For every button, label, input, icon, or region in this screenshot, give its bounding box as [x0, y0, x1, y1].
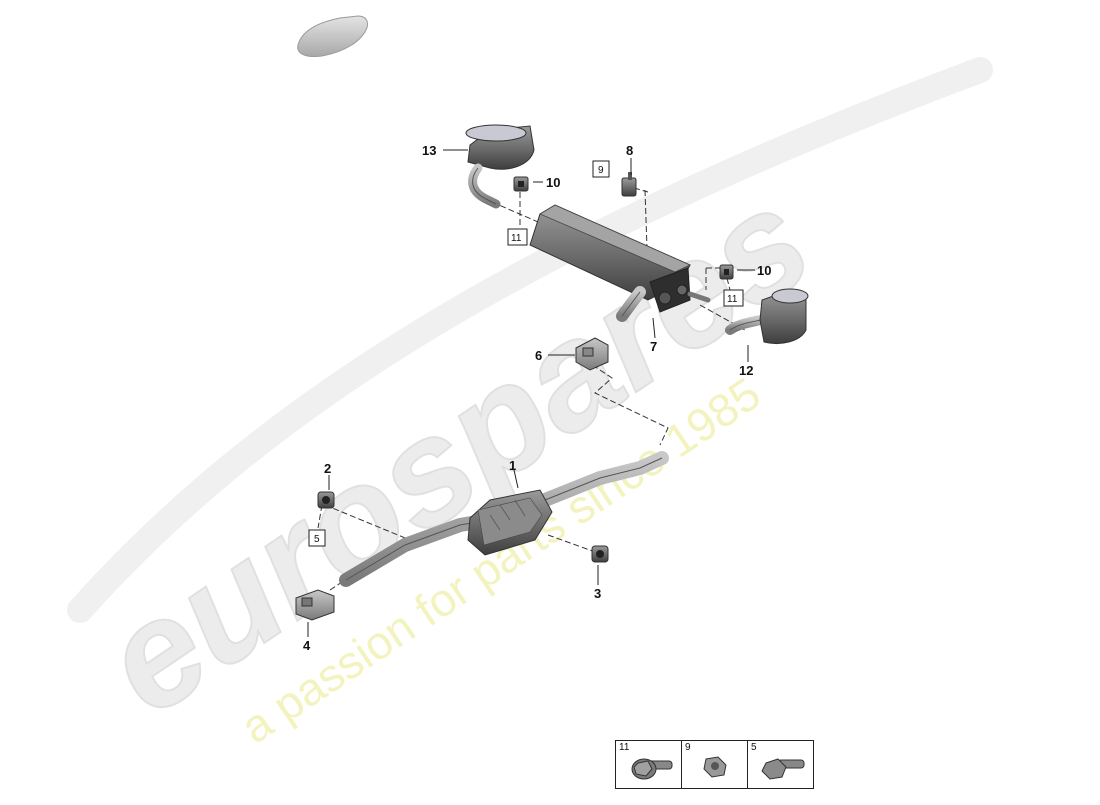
watermark: eurospares a passion for parts since 198… [67, 57, 993, 753]
silencer-inlet-pipe[interactable] [616, 286, 646, 322]
callout-1[interactable]: 1 [509, 458, 516, 473]
reference-boxes: 9 11 11 5 [308, 160, 744, 547]
callout-10-right[interactable]: 10 [757, 263, 771, 278]
callout-4[interactable]: 4 [303, 638, 311, 653]
rubber-mount-front-left[interactable] [317, 491, 335, 509]
legend-cell-flange-bolt[interactable]: 11 [616, 741, 682, 788]
ref-box-5[interactable]: 5 [314, 534, 320, 545]
watermark-logo-text: eurospares [74, 155, 838, 747]
watermark-swoosh [67, 57, 993, 623]
callout-12[interactable]: 12 [739, 363, 753, 378]
legend-number: 9 [685, 742, 691, 753]
callout-6[interactable]: 6 [535, 348, 542, 363]
tailpipe-tip-left[interactable] [465, 124, 535, 209]
ref-box-11-right[interactable]: 11 [727, 294, 738, 305]
hex-bolt-icon [761, 758, 805, 780]
tailpipe-tip-right[interactable] [725, 288, 809, 344]
car-thumbnail-icon [297, 15, 369, 57]
front-pipe-catalytic-converter[interactable] [339, 451, 669, 587]
exhaust-clamp[interactable] [575, 337, 609, 371]
legend-cell-hex-nut[interactable]: 9 [682, 741, 748, 788]
rubber-mount-front-right[interactable] [591, 545, 609, 563]
callout-10-left[interactable]: 10 [546, 175, 560, 190]
callout-8[interactable]: 8 [626, 143, 633, 158]
hex-nut-icon [703, 756, 727, 778]
ref-box-11-left[interactable]: 11 [511, 233, 522, 244]
rubber-mount-right[interactable] [719, 264, 734, 280]
rear-silencer[interactable] [529, 204, 711, 313]
fastener-legend: 11 9 5 [615, 740, 814, 789]
callout-2[interactable]: 2 [324, 461, 331, 476]
callout-labels: 13 10 8 10 7 6 12 1 2 3 4 [303, 143, 771, 653]
legend-number: 5 [751, 742, 757, 753]
callout-3[interactable]: 3 [594, 586, 601, 601]
callout-13[interactable]: 13 [422, 143, 436, 158]
exhaust-flap-actuator[interactable] [621, 172, 637, 197]
leader-lines [307, 149, 755, 637]
flange-bolt-icon [631, 758, 673, 780]
callout-7[interactable]: 7 [650, 339, 657, 354]
ref-box-9[interactable]: 9 [598, 165, 604, 176]
pipe-clamp[interactable] [295, 589, 335, 621]
assembly-lines [317, 187, 746, 591]
rubber-mount-left[interactable] [513, 176, 529, 192]
legend-number: 11 [619, 742, 630, 753]
legend-cell-hex-bolt[interactable]: 5 [748, 741, 813, 788]
